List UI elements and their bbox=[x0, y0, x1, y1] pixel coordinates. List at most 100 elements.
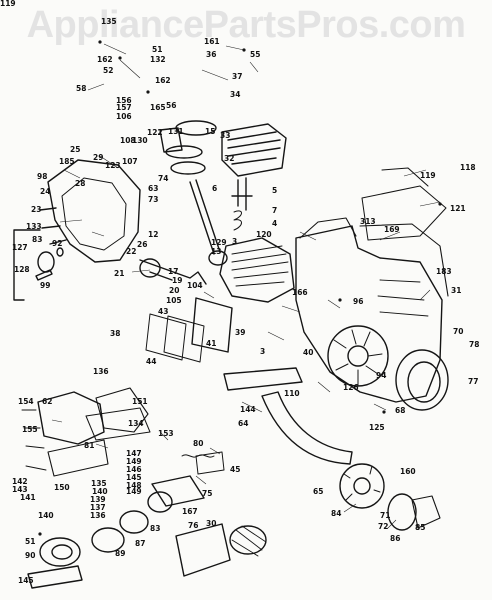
callout-number: 162 bbox=[97, 55, 113, 64]
gasket-38 bbox=[163, 315, 205, 363]
clutch-housing bbox=[387, 493, 417, 531]
callout-number: 78 bbox=[469, 340, 480, 349]
callout-number: 81 bbox=[84, 441, 95, 450]
callout-number: 127 bbox=[12, 243, 28, 252]
callout-number: 149 bbox=[126, 487, 142, 496]
callout-number: 155 bbox=[22, 425, 38, 434]
fan-guard bbox=[261, 391, 353, 465]
callout-number: 147 bbox=[126, 449, 142, 458]
crank-gear bbox=[139, 258, 161, 278]
callout-number: 119 bbox=[0, 0, 16, 8]
flywheel-vanes bbox=[333, 329, 383, 387]
callout-number: 137 bbox=[90, 503, 106, 512]
callout-number: 89 bbox=[115, 549, 126, 558]
fastener-dot bbox=[382, 410, 386, 414]
pulley-small bbox=[37, 251, 55, 273]
piston-ring-2 bbox=[165, 145, 203, 159]
callout-number: 123 bbox=[105, 161, 121, 170]
callout-number: 87 bbox=[135, 539, 146, 548]
callout-number: 37 bbox=[232, 72, 243, 81]
callout-number: 80 bbox=[193, 439, 204, 448]
blower-housing bbox=[47, 159, 141, 263]
callout-number: 110 bbox=[284, 389, 300, 398]
callout-number: 151 bbox=[132, 397, 148, 406]
callout-number: 84 bbox=[331, 509, 342, 518]
callout-number: 33 bbox=[220, 131, 231, 140]
callout-number: 38 bbox=[110, 329, 121, 338]
linkage-167 bbox=[151, 475, 205, 507]
connecting-rod bbox=[189, 179, 221, 255]
callout-number: 139 bbox=[90, 495, 106, 504]
callout-number: 134 bbox=[128, 419, 144, 428]
callout-number: 94 bbox=[376, 371, 387, 380]
callout-number: 99 bbox=[40, 281, 51, 290]
callout-number: 56 bbox=[166, 101, 177, 110]
callout-number: 106 bbox=[116, 112, 132, 121]
callout-number: 141 bbox=[20, 493, 36, 502]
callout-number: 58 bbox=[76, 84, 87, 93]
callout-number: 70 bbox=[453, 327, 464, 336]
callout-number: 133 bbox=[26, 222, 42, 231]
recoil-hub bbox=[353, 477, 371, 495]
callout-number: 162 bbox=[155, 76, 171, 85]
callout-number: 135 bbox=[91, 479, 107, 488]
callout-number: 39 bbox=[235, 328, 246, 337]
callout-number: 31 bbox=[451, 286, 462, 295]
callout-number: 20 bbox=[169, 286, 180, 295]
callout-number: 21 bbox=[114, 269, 125, 278]
spring-48 bbox=[181, 454, 215, 458]
carb-linkage bbox=[21, 409, 47, 471]
fastener-dot bbox=[438, 202, 442, 206]
side-cover bbox=[191, 297, 233, 353]
recoil-starter bbox=[339, 463, 385, 509]
engine-block bbox=[219, 237, 295, 303]
callout-number: 5 bbox=[272, 186, 278, 195]
callout-number: 51 bbox=[25, 537, 36, 546]
callout-number: 45 bbox=[230, 465, 241, 474]
callout-number: 6 bbox=[212, 184, 218, 193]
idler-bracket bbox=[381, 167, 429, 187]
callout-number: 108 bbox=[120, 136, 136, 145]
flywheel-hub bbox=[347, 345, 369, 367]
recoil-teeth bbox=[343, 465, 381, 501]
starter-cup bbox=[395, 349, 449, 411]
fuel-tank-76 bbox=[175, 523, 231, 577]
callout-number: 148 bbox=[126, 481, 142, 490]
fastener-dot bbox=[38, 532, 42, 536]
callout-number: 313 bbox=[360, 217, 376, 226]
callout-number: 145 bbox=[18, 576, 34, 585]
callout-number: 131 bbox=[168, 127, 184, 136]
callout-number: 4 bbox=[272, 219, 278, 228]
fastener-dot bbox=[118, 56, 122, 60]
callout-number: 120 bbox=[256, 230, 272, 239]
block-fins bbox=[231, 245, 289, 287]
callout-number: 107 bbox=[122, 157, 138, 166]
callout-number: 63 bbox=[148, 184, 159, 193]
callout-number: 132 bbox=[150, 55, 166, 64]
callout-number: 185 bbox=[59, 157, 75, 166]
callout-number: 64 bbox=[238, 419, 249, 428]
callout-number: 128 bbox=[14, 265, 30, 274]
callout-number: 136 bbox=[93, 367, 109, 376]
callout-number: 3 bbox=[232, 237, 238, 246]
callout-number: 136 bbox=[90, 511, 106, 520]
callout-number: 83 bbox=[32, 235, 43, 244]
callout-number: 160 bbox=[400, 467, 416, 476]
callout-number: 7 bbox=[272, 206, 278, 215]
callout-number: 140 bbox=[38, 511, 54, 520]
callout-number: 25 bbox=[70, 145, 81, 154]
fastener-dot bbox=[98, 40, 102, 44]
rod-end bbox=[208, 250, 228, 266]
cylinder-head bbox=[221, 123, 287, 177]
filter-83 bbox=[147, 491, 173, 513]
callout-number: 83 bbox=[150, 524, 161, 533]
callout-number: 90 bbox=[25, 551, 36, 560]
shroud-vent bbox=[377, 279, 429, 317]
coupler-30-ribs bbox=[231, 525, 267, 557]
fastener-dot bbox=[146, 90, 150, 94]
callout-number: 12 bbox=[148, 230, 159, 239]
callout-number: 165 bbox=[150, 103, 166, 112]
callout-number: 149 bbox=[126, 457, 142, 466]
callout-number: 157 bbox=[116, 103, 132, 112]
callout-number: 40 bbox=[303, 348, 314, 357]
